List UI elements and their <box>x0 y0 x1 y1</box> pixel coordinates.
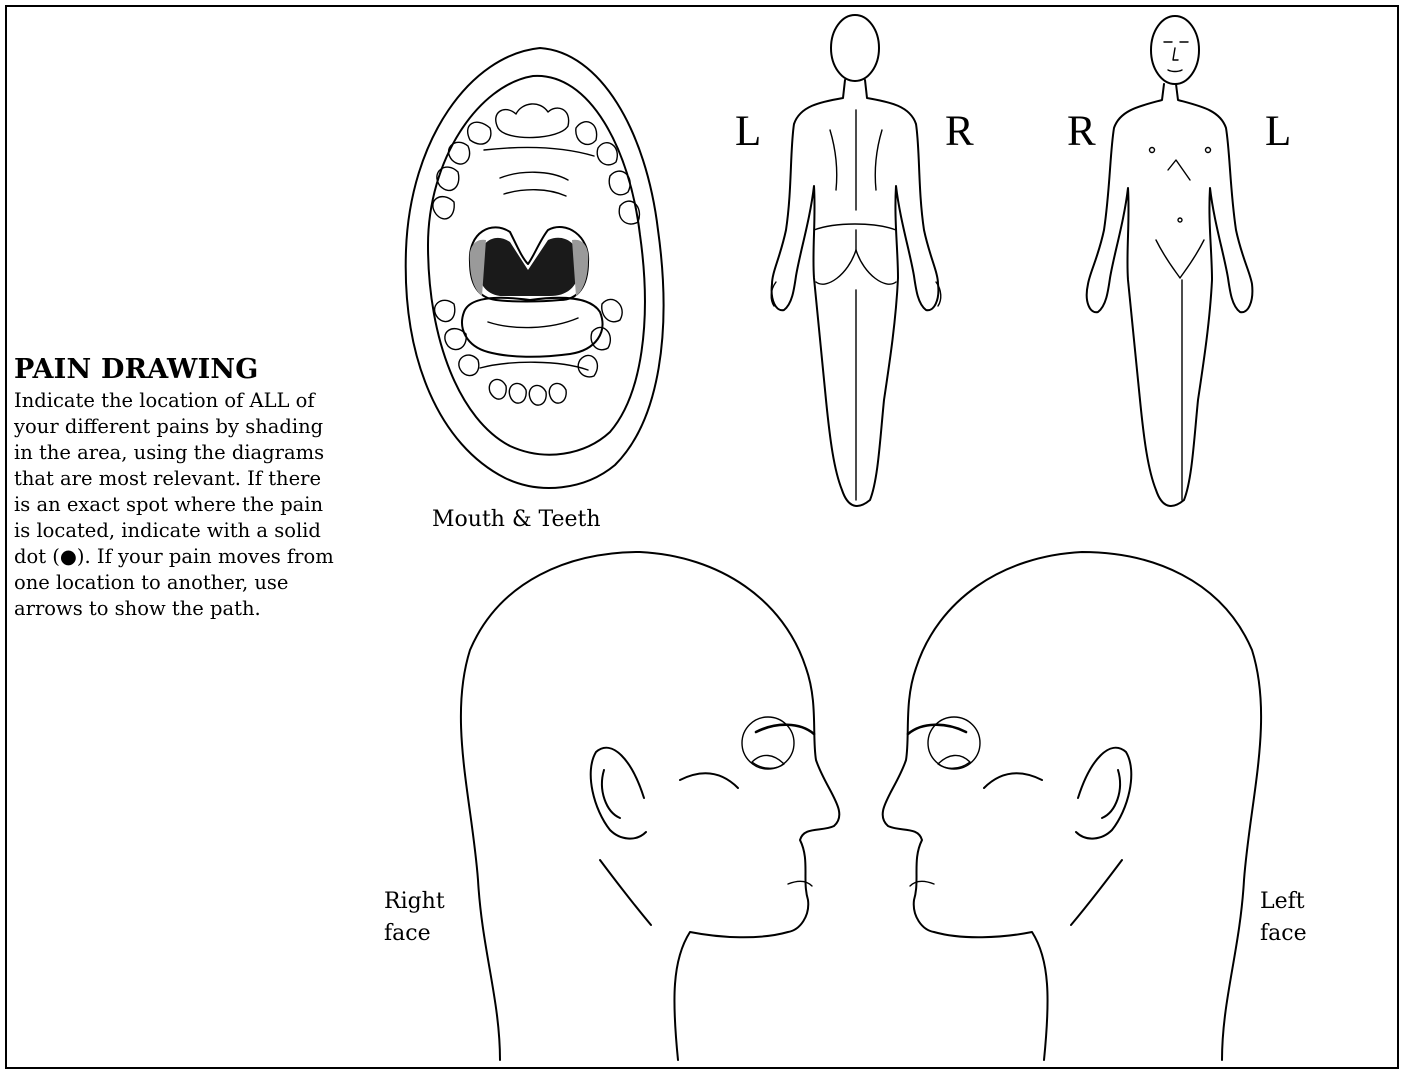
body-front-view[interactable] <box>1087 16 1253 506</box>
body-back-view[interactable] <box>771 15 941 506</box>
back-right-label: R <box>945 108 974 155</box>
right-face-caption-line2: face <box>384 921 431 946</box>
left-face-caption-line2: face <box>1260 921 1307 946</box>
front-left-label: L <box>1265 108 1291 155</box>
mouth-teeth-caption: Mouth & Teeth <box>432 504 601 536</box>
right-face-profile[interactable] <box>461 552 839 1060</box>
right-face-caption-line1: Right <box>384 889 445 914</box>
left-face-caption-line1: Left <box>1260 889 1305 914</box>
left-face-profile[interactable] <box>883 552 1261 1060</box>
back-left-label: L <box>735 108 761 155</box>
front-right-label: R <box>1067 108 1096 155</box>
mouth-teeth-diagram[interactable] <box>406 48 664 488</box>
